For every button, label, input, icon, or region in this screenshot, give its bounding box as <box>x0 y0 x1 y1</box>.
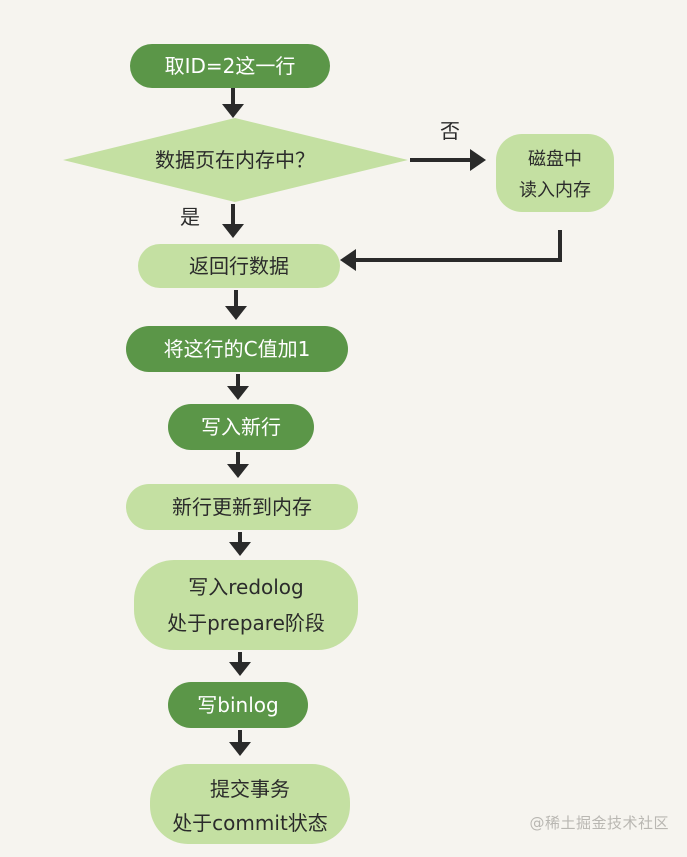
node-read-disk: 磁盘中 读入内存 <box>496 134 614 212</box>
arrow-return-to-add-head <box>225 306 247 320</box>
node-update-memory: 新行更新到内存 <box>126 484 358 530</box>
node-fetch-row-shape <box>130 44 330 88</box>
node-read-disk-label-2: 读入内存 <box>519 180 591 201</box>
node-redolog: 写入redolog 处于prepare阶段 <box>134 560 358 650</box>
node-commit-label-2: 处于commit状态 <box>172 811 328 835</box>
node-decision-shape <box>63 118 408 202</box>
node-redolog-label-2: 处于prepare阶段 <box>167 611 325 635</box>
node-read-disk-label-1: 磁盘中 <box>528 149 582 170</box>
node-update-memory-shape <box>126 484 358 530</box>
arrow-binlog-to-commit-head <box>229 742 251 756</box>
node-fetch-row-label: 取ID=2这一行 <box>165 54 296 78</box>
arrow-disk-to-return-head <box>340 249 356 271</box>
node-return-data: 返回行数据 <box>138 244 340 288</box>
arrow-update-to-redolog-head <box>229 542 251 556</box>
node-binlog-shape <box>168 682 308 728</box>
watermark: @稀土掘金技术社区 <box>529 814 669 832</box>
node-commit-shape <box>150 764 350 844</box>
arrow-disk-to-return <box>352 230 562 262</box>
edge-label-yes: 是 <box>180 205 200 229</box>
node-return-data-shape <box>138 244 340 288</box>
node-decision: 数据页在内存中？ <box>63 118 408 202</box>
node-add-one-shape <box>126 326 348 372</box>
arrow-decision-no-head <box>470 149 486 171</box>
arrow-decision-yes-head <box>222 224 244 238</box>
node-write-row-shape <box>168 404 314 450</box>
node-read-disk-shape <box>496 134 614 212</box>
node-commit-label-1: 提交事务 <box>210 777 290 801</box>
node-redolog-label-1: 写入redolog <box>188 575 304 599</box>
arrow-add-to-write-head <box>227 386 249 400</box>
arrow-write-to-update-head <box>227 464 249 478</box>
edge-label-no: 否 <box>440 119 460 143</box>
node-commit: 提交事务 处于commit状态 <box>150 764 350 844</box>
node-add-one: 将这行的C值加1 <box>126 326 348 372</box>
node-write-row: 写入新行 <box>168 404 314 450</box>
arrow-fetch-to-decision-head <box>222 104 244 118</box>
node-redolog-shape <box>134 560 358 650</box>
node-update-memory-label: 新行更新到内存 <box>172 495 312 519</box>
arrow-redolog-to-binlog-head <box>229 662 251 676</box>
node-write-row-label: 写入新行 <box>201 415 281 439</box>
node-return-data-label: 返回行数据 <box>189 254 289 278</box>
node-add-one-label: 将这行的C值加1 <box>164 337 311 361</box>
node-decision-label: 数据页在内存中？ <box>155 148 315 172</box>
node-binlog: 写binlog <box>168 682 308 728</box>
node-binlog-label: 写binlog <box>197 693 278 717</box>
node-fetch-row: 取ID=2这一行 <box>130 44 330 88</box>
